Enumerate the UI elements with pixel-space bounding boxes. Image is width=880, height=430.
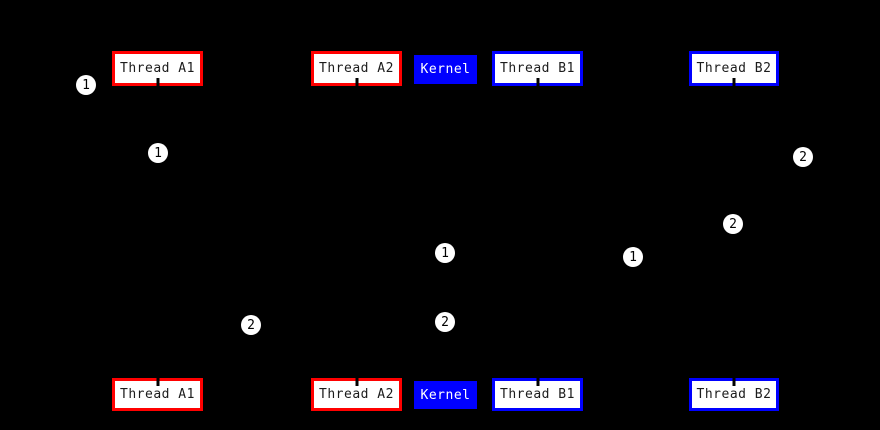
participant-box-kernel-top: Kernel bbox=[414, 55, 477, 84]
lifeline-tick bbox=[732, 378, 736, 386]
participant-label: Kernel bbox=[420, 62, 471, 77]
participant-label: Thread B2 bbox=[696, 61, 772, 76]
participant-box-thread-a1-bottom: Thread A1 bbox=[112, 378, 203, 411]
lifeline-tick bbox=[355, 378, 358, 386]
sequence-number-badge: 1 bbox=[435, 243, 455, 263]
lifeline-tick bbox=[355, 78, 358, 86]
lifeline-tick bbox=[536, 378, 539, 386]
sequence-number-badge: 2 bbox=[723, 214, 743, 234]
participant-box-thread-a1-top: Thread A1 bbox=[112, 51, 203, 86]
participant-box-thread-b1-top: Thread B1 bbox=[492, 51, 583, 86]
participant-label: Thread A1 bbox=[120, 61, 195, 76]
participant-label: Thread B1 bbox=[500, 387, 575, 402]
sequence-number-badge: 2 bbox=[435, 312, 455, 332]
lifeline-tick bbox=[536, 78, 539, 86]
participant-box-thread-a2-bottom: Thread A2 bbox=[311, 378, 402, 411]
participant-label: Thread A2 bbox=[319, 61, 394, 76]
sequence-number-badge: 1 bbox=[76, 75, 96, 95]
participant-label: Thread B2 bbox=[696, 387, 772, 402]
participant-label: Thread A2 bbox=[319, 387, 394, 402]
participant-box-kernel-bottom: Kernel bbox=[414, 381, 477, 409]
lifeline-tick bbox=[156, 78, 159, 86]
participant-label: Thread B1 bbox=[500, 61, 575, 76]
participant-label: Thread A1 bbox=[120, 387, 195, 402]
participant-box-thread-b1-bottom: Thread B1 bbox=[492, 378, 583, 411]
participant-box-thread-a2-top: Thread A2 bbox=[311, 51, 402, 86]
participant-label: Kernel bbox=[420, 387, 471, 403]
sequence-number-badge: 2 bbox=[793, 147, 813, 167]
lifeline-tick bbox=[156, 378, 159, 386]
participant-box-thread-b2-bottom: Thread B2 bbox=[689, 378, 779, 411]
sequence-number-badge: 2 bbox=[241, 315, 261, 335]
participant-box-thread-b2-top: Thread B2 bbox=[689, 51, 779, 86]
lifeline-tick bbox=[732, 78, 736, 86]
sequence-number-badge: 1 bbox=[148, 143, 168, 163]
sequence-number-badge: 1 bbox=[623, 247, 643, 267]
